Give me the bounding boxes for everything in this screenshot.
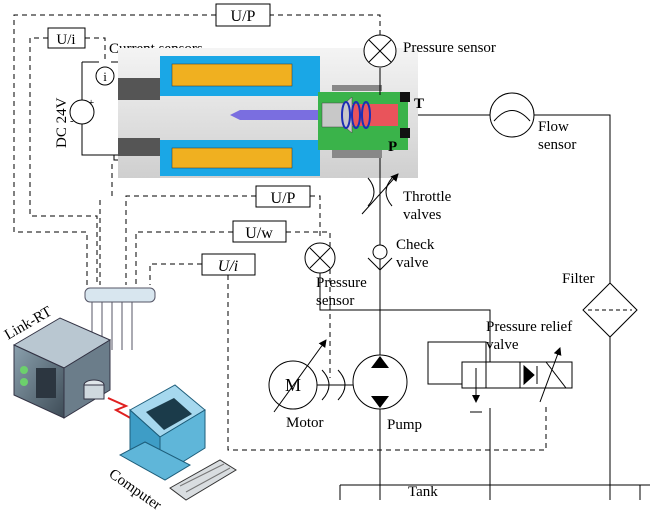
check-valve-icon [367, 244, 393, 271]
ui-mid-box [201, 253, 256, 276]
ui-mid-label: U/i [218, 258, 238, 275]
solenoid-valve [118, 48, 418, 178]
tank-label: Tank [408, 484, 438, 500]
dc-label: DC 24V [54, 97, 70, 148]
current-sensor-symbol: i [103, 69, 107, 84]
ui-top-label: U/i [56, 32, 75, 48]
flow-sensor-label: Flow sensor [538, 119, 577, 153]
up-mid-label: U/P [271, 190, 296, 207]
pushrod [240, 110, 330, 120]
coil-bottom [171, 147, 293, 169]
up-mid-box [255, 185, 311, 208]
current-sensor-icon [95, 66, 115, 86]
pump-label: Pump [387, 417, 422, 433]
flow-meter-icon [489, 92, 535, 138]
dc-minus: - [70, 115, 74, 127]
uw-label: U/w [245, 225, 273, 242]
motor-symbol: M [285, 375, 301, 395]
up-top-box [215, 3, 271, 27]
pressure-gauge-icon [363, 34, 397, 68]
throttle-valves-label: Throttle valves [403, 189, 452, 223]
pressure-sensor-top-label: Pressure sensor [403, 40, 496, 56]
dc-source-icon [69, 99, 95, 125]
check-valve-label: Check valve [396, 237, 435, 271]
pressure-gauge-icon [304, 242, 336, 274]
hydraulic-lines [298, 68, 650, 500]
filter-label: Filter [562, 271, 595, 287]
port-t-label: T [414, 96, 424, 112]
signal-cable [107, 397, 135, 421]
pressure-sensor-mid-label: Pressure sensor [316, 275, 367, 309]
port-p-label: P [388, 139, 397, 155]
dc-plus: + [88, 97, 94, 109]
link-rt-icon [12, 287, 156, 419]
relief-valve-label: Pressure relief valve [486, 319, 573, 353]
signal-boxes [47, 3, 311, 276]
signal-lines [13, 14, 547, 451]
motor-label: Motor [286, 415, 324, 431]
uw-box [232, 220, 287, 243]
valve-core [352, 104, 398, 126]
up-top-label: U/P [231, 8, 256, 25]
relief-valve-icon [427, 341, 573, 413]
filter-icon [582, 282, 638, 338]
motor-icon [268, 339, 346, 413]
coil-top [171, 63, 293, 87]
computer-icon [118, 384, 237, 501]
ui-top-box [47, 27, 86, 49]
throttle-valve-icon [361, 173, 399, 215]
pump-icon [352, 354, 408, 410]
